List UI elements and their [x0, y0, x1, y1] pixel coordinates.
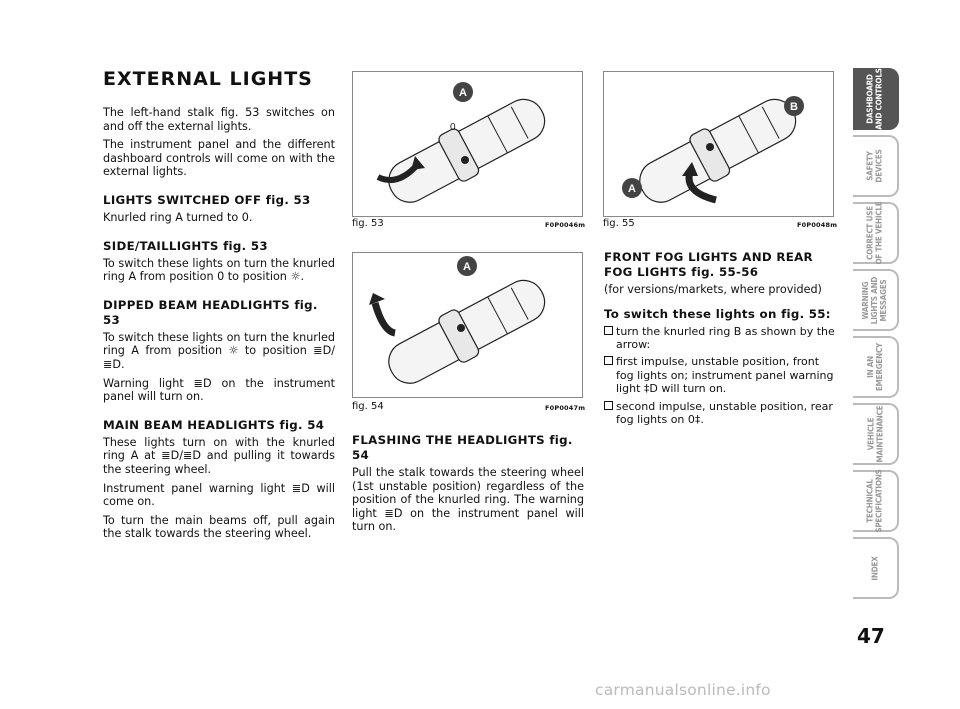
section-heading: LIGHTS SWITCHED OFF fig. 53 [103, 192, 311, 207]
list-item: first impulse, unstable position, front … [604, 355, 836, 395]
light-stalk-illustration: B A [622, 96, 804, 204]
paragraph: To switch these lights on turn the knurl… [103, 330, 335, 371]
tab-index[interactable]: INDEX [853, 537, 899, 599]
checkbox-bullet-icon [604, 400, 613, 410]
section-heading: To switch these lights on fig. 55: [604, 306, 831, 321]
callout-b: B [790, 101, 798, 113]
watermark: carmanualsonline.info [595, 681, 771, 699]
list-item: second impulse, unstable position, rear … [604, 400, 836, 427]
paragraph: Instrument panel warning light ≣D will c… [103, 481, 335, 509]
paragraph: (for versions/markets, where provided) [604, 283, 822, 296]
section-heading: FLASHING THE HEADLIGHTS fig. 54 [352, 433, 573, 462]
column-3: FRONT FOG LIGHTS AND REAR FOG LIGHTS fig… [604, 246, 836, 430]
callout-a: A [463, 261, 471, 273]
paragraph: Knurled ring A turned to 0. [103, 210, 253, 224]
section-heading: SIDE/TAILLIGHTS fig. 53 [103, 238, 268, 253]
svg-text:0: 0 [450, 122, 456, 133]
tab-technical-specifications[interactable]: TECHNICAL SPECIFICATIONS [853, 469, 899, 533]
checkbox-bullet-icon [604, 356, 613, 366]
tab-warning-lights[interactable]: WARNING LIGHTS AND MESSAGES [853, 269, 899, 331]
column-2: FLASHING THE HEADLIGHTS fig. 54 Pull the… [352, 425, 584, 539]
paragraph: The left-hand stalk fig. 53 switches on … [103, 106, 335, 133]
light-stalk-illustration: A 0 [376, 82, 546, 203]
tab-vehicle-maintenance[interactable]: VEHICLE MAINTENANCE [853, 403, 899, 465]
section-heading: MAIN BEAM HEADLIGHTS fig. 54 [103, 417, 325, 432]
paragraph: These lights turn on with the knurled ri… [103, 435, 335, 476]
figure-label: fig. 54 [352, 401, 384, 412]
paragraph: To turn the main beams off, pull again t… [103, 513, 335, 541]
figure-53: A 0 [352, 71, 583, 217]
figure-code: F0P0047m [545, 404, 586, 412]
tab-dashboard-and-controls[interactable]: DASHBOARD AND CONTROLS [853, 68, 899, 130]
figure-55: B A [603, 71, 834, 217]
list-item: turn the knurled ring B as shown by the … [604, 325, 836, 352]
page-number: 47 [857, 624, 885, 648]
paragraph: The instrument panel and the different d… [103, 138, 335, 179]
page-title: EXTERNAL LIGHTS [103, 68, 313, 90]
paragraph: Pull the stalk towards the steering whee… [352, 466, 584, 534]
tab-emergency[interactable]: IN AN EMERGENCY [853, 336, 899, 398]
paragraph: To switch these lights on turn the knurl… [103, 256, 335, 284]
light-stalk-illustration: A [369, 256, 546, 384]
checkbox-bullet-icon [604, 325, 613, 335]
figure-54: A [352, 252, 583, 398]
tab-correct-use[interactable]: CORRECT USE OF THE VEHICLE [853, 201, 899, 265]
figure-code: F0P0046m [545, 221, 586, 229]
section-heading: FRONT FOG LIGHTS AND REAR FOG LIGHTS fig… [604, 250, 813, 279]
figure-code: F0P0048m [797, 221, 838, 229]
figure-label: fig. 55 [603, 218, 635, 229]
callout-a: A [628, 183, 636, 195]
column-1: The left-hand stalk fig. 53 switches on … [103, 106, 335, 546]
callout-a: A [459, 87, 467, 99]
figure-label: fig. 53 [352, 218, 384, 229]
section-heading: DIPPED BEAM HEADLIGHTS fig. 53 [103, 297, 318, 327]
tab-safety-devices[interactable]: SAFETY DEVICES [853, 135, 899, 197]
paragraph: Warning light ≣D on the instrument panel… [103, 376, 335, 404]
